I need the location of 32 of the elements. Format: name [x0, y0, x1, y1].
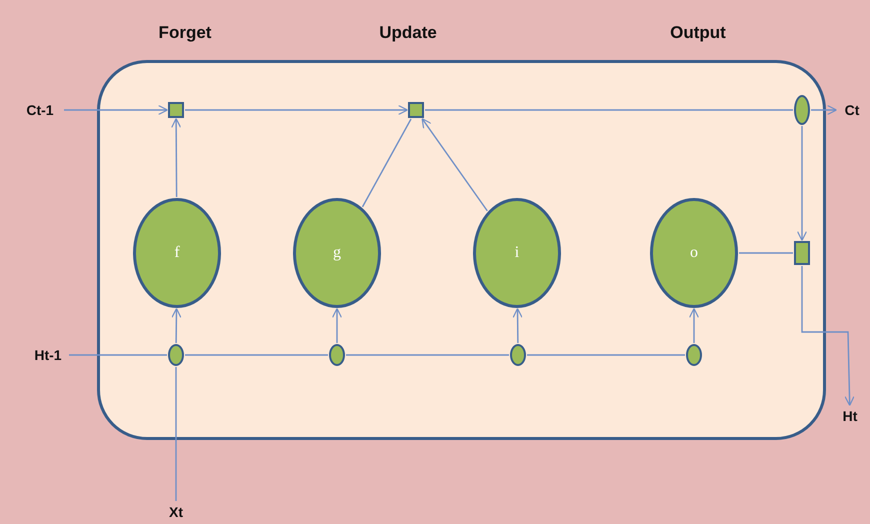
connector-arrow: [332, 308, 342, 343]
connector-arrow: [171, 308, 182, 343]
signal-label: Ct: [837, 100, 867, 120]
stage-heading: Forget: [158, 23, 212, 43]
multiply-gate: [168, 102, 184, 118]
junction-node: [329, 344, 345, 366]
connector-arrow: [801, 266, 855, 406]
connector-arrow: [64, 104, 168, 116]
gate-letter: g: [333, 244, 341, 262]
stage-heading: Update: [379, 23, 437, 43]
signal-label: Ct-1: [17, 100, 63, 120]
signal-label: Ht: [835, 406, 865, 426]
junction-node: [510, 344, 526, 366]
gate-letter: i: [514, 244, 520, 262]
connector-arrow: [796, 126, 808, 242]
connector-arrow: [171, 118, 182, 197]
connector-arrow: [512, 308, 523, 343]
connector-arrow: [811, 104, 838, 116]
signal-label: Ht-1: [28, 345, 68, 365]
stage-heading: Output: [670, 23, 726, 43]
connector-arrow: [688, 308, 700, 343]
multiply-gate: [408, 102, 424, 118]
connector-arrow: [422, 118, 488, 212]
gate-letter: o: [690, 244, 698, 262]
multiply-gate: [794, 241, 810, 265]
junction-node: [686, 344, 702, 366]
signal-label: Xt: [161, 502, 191, 522]
lstm-cell-box: [97, 60, 826, 440]
junction-node: [794, 95, 810, 125]
junction-node: [168, 344, 184, 366]
connector-arrow: [185, 104, 408, 116]
gate-letter: f: [174, 244, 180, 262]
